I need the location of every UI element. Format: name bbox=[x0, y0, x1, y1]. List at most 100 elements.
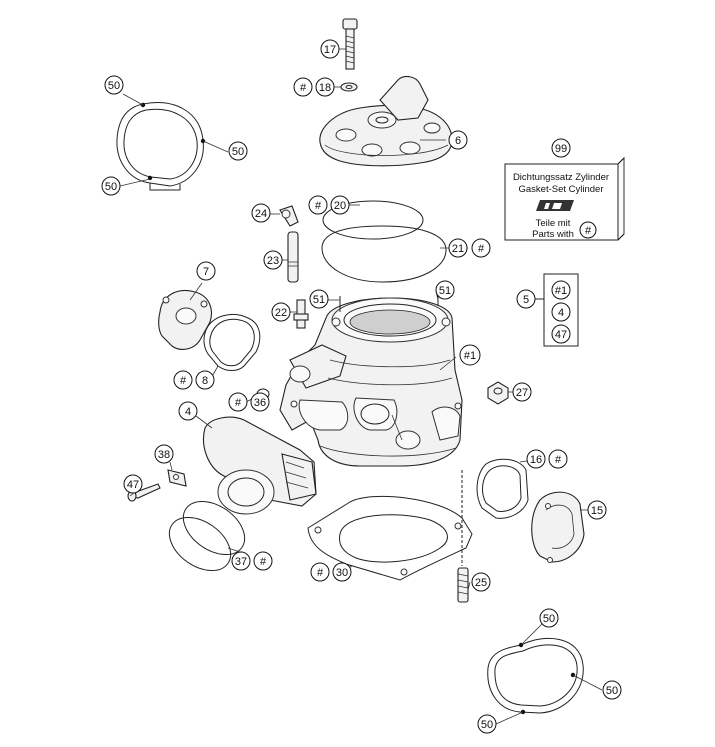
svg-text:#: # bbox=[300, 82, 307, 94]
set-5-item-2: 4 bbox=[558, 307, 564, 319]
svg-text:17: 17 bbox=[324, 44, 336, 56]
svg-text:50: 50 bbox=[606, 685, 618, 697]
svg-text:51: 51 bbox=[313, 294, 325, 306]
svg-text:#: # bbox=[555, 454, 562, 466]
gasket-set-marker: # bbox=[585, 225, 592, 237]
banjo-fitting bbox=[279, 205, 299, 227]
callout-15: 15 bbox=[587, 500, 607, 520]
cylinder-stud bbox=[457, 470, 469, 603]
callout-18: #18 bbox=[293, 77, 335, 97]
callout-5: 5 bbox=[516, 289, 536, 309]
cylinder-base-gasket bbox=[307, 495, 473, 581]
svg-text:#: # bbox=[315, 200, 322, 212]
callout-50-bottom-right-c: 50 bbox=[477, 714, 497, 734]
nipple-fitting bbox=[293, 299, 309, 329]
callout-36: #36 bbox=[228, 392, 270, 412]
callout-17: 17 bbox=[320, 39, 340, 59]
hose bbox=[287, 231, 299, 283]
svg-text:27: 27 bbox=[516, 387, 528, 399]
callout-24: 24 bbox=[251, 203, 271, 223]
svg-text:50: 50 bbox=[108, 80, 120, 92]
callout-38: 38 bbox=[154, 444, 174, 464]
svg-text:#: # bbox=[478, 243, 485, 255]
callout-22: 22 bbox=[271, 302, 291, 322]
svg-text:21: 21 bbox=[452, 243, 464, 255]
svg-text:51: 51 bbox=[439, 285, 451, 297]
gasket-set-line-2: Gasket-Set Cylinder bbox=[518, 184, 603, 195]
svg-text:#: # bbox=[317, 567, 324, 579]
callout-20: #20 bbox=[308, 195, 350, 215]
set-5-item-1: #1 bbox=[555, 285, 567, 297]
intake-flange bbox=[203, 416, 317, 515]
svg-text:30: 30 bbox=[336, 567, 348, 579]
callout-21: 21 # bbox=[448, 238, 491, 258]
gasket-outline-top-left bbox=[116, 102, 206, 191]
callout-50-top-left-a: 50 bbox=[104, 75, 124, 95]
svg-text:23: 23 bbox=[267, 255, 279, 267]
valve-cover bbox=[531, 491, 585, 563]
callout-50-bottom-right-b: 50 bbox=[602, 680, 622, 700]
callout-51-right: 51 bbox=[435, 280, 455, 300]
callout-27: 27 bbox=[512, 382, 532, 402]
svg-text:25: 25 bbox=[475, 577, 487, 589]
svg-text:47: 47 bbox=[127, 479, 139, 491]
svg-text:50: 50 bbox=[543, 613, 555, 625]
svg-text:16: 16 bbox=[530, 454, 542, 466]
callout-50-top-left-c: 50 bbox=[101, 176, 121, 196]
flange-nut bbox=[487, 381, 509, 405]
callout-16: 16 # bbox=[526, 449, 568, 469]
svg-text:50: 50 bbox=[105, 181, 117, 193]
set-5-box: #1 4 47 bbox=[535, 273, 579, 347]
svg-text:36: 36 bbox=[254, 397, 266, 409]
svg-text:#: # bbox=[235, 397, 242, 409]
callout-8: #8 bbox=[173, 370, 215, 390]
svg-text:24: 24 bbox=[255, 208, 267, 220]
svg-text:15: 15 bbox=[591, 505, 603, 517]
exhaust-valve-gasket bbox=[203, 314, 261, 371]
gasket-outline-bottom-right bbox=[487, 638, 584, 715]
svg-text:#: # bbox=[260, 556, 267, 568]
callout-23: 23 bbox=[263, 250, 283, 270]
svg-text:38: 38 bbox=[158, 449, 170, 461]
ktm-logo bbox=[536, 200, 574, 211]
svg-text:22: 22 bbox=[275, 307, 287, 319]
svg-text:5: 5 bbox=[523, 294, 529, 306]
callout-47: 47 bbox=[123, 474, 143, 494]
callout-50-top-left-b: 50 bbox=[228, 141, 248, 161]
valve-cover-gasket bbox=[476, 458, 529, 519]
svg-text:7: 7 bbox=[203, 266, 209, 278]
head-bolt bbox=[342, 18, 358, 70]
svg-text:50: 50 bbox=[481, 719, 493, 731]
callout-99: 99 bbox=[551, 138, 571, 158]
set-5-item-3: 47 bbox=[555, 329, 567, 341]
gasket-set-line-1: Dichtungssatz Zylinder bbox=[513, 172, 609, 183]
svg-text:37: 37 bbox=[235, 556, 247, 568]
head-o-ring-lower bbox=[321, 225, 447, 283]
svg-text:4: 4 bbox=[185, 406, 191, 418]
gasket-set-line-4: Parts with bbox=[532, 229, 574, 240]
svg-text:18: 18 bbox=[319, 82, 331, 94]
washer bbox=[340, 82, 358, 92]
head-o-ring-upper bbox=[322, 200, 424, 240]
svg-text:99: 99 bbox=[555, 143, 567, 155]
svg-text:6: 6 bbox=[455, 135, 461, 147]
callout-30: #30 bbox=[310, 562, 352, 582]
callout-7: 7 bbox=[196, 261, 216, 281]
callout-37: 37 # bbox=[231, 551, 273, 571]
cylinder-block bbox=[279, 297, 463, 467]
svg-text:8: 8 bbox=[202, 375, 208, 387]
svg-text:#1: #1 bbox=[464, 350, 476, 362]
callout-51-left: 51 bbox=[309, 289, 329, 309]
svg-text:50: 50 bbox=[232, 146, 244, 158]
svg-text:#: # bbox=[180, 375, 187, 387]
callout-6: 6 bbox=[448, 130, 468, 150]
exhaust-valve-cover bbox=[158, 290, 213, 350]
callout-4: 4 bbox=[178, 401, 198, 421]
callout-1: #1 bbox=[459, 344, 481, 366]
intake-o-rings bbox=[168, 500, 246, 572]
svg-text:20: 20 bbox=[334, 200, 346, 212]
gasket-set-line-3: Teile mit bbox=[536, 218, 571, 229]
callout-25: 25 bbox=[471, 572, 491, 592]
callout-50-bottom-right-a: 50 bbox=[539, 608, 559, 628]
